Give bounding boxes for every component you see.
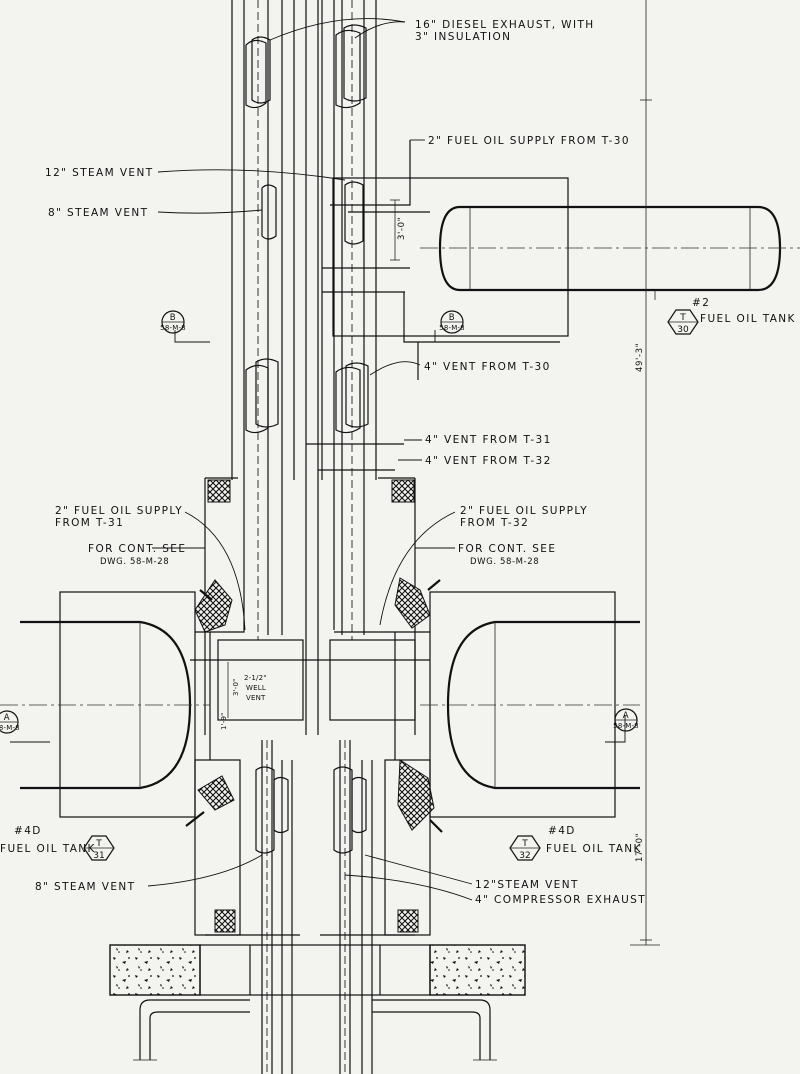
left-enclosure-t31 [0, 477, 300, 936]
cont-left-label-2: DWG. 58-M-28 [100, 557, 169, 567]
annotation-labels: 16" DIESEL EXHAUST, WITH 3" INSULATION 2… [0, 19, 796, 906]
cont-left-label-1: FOR CONT. SEE [88, 543, 186, 555]
well-vent-label-3: VENT [246, 694, 266, 702]
steam-vent-12-top-label: 12" STEAM VENT [45, 167, 154, 179]
right-enclosure-t32 [320, 477, 640, 936]
tank-tag-t30: T 30 [667, 309, 699, 335]
section-marker-a-right: A 58-M-8 [613, 708, 639, 732]
vent-lines [306, 443, 404, 471]
tank2-number: #2 [692, 297, 710, 309]
vent-t32-label: 4" VENT FROM T-32 [425, 455, 552, 467]
svg-text:58-M-8: 58-M-8 [0, 724, 20, 732]
tank-tag-t32: T 32 [509, 835, 541, 861]
fuel-supply-t31-label-2: FROM T-31 [55, 517, 124, 529]
tank2-label: FUEL OIL TANK [700, 313, 796, 325]
svg-text:58-M-8: 58-M-8 [613, 722, 639, 730]
dim-49-3: 49'-3" [635, 343, 645, 372]
fuel-supply-t31-label-1: 2" FUEL OIL SUPPLY [55, 505, 183, 517]
svg-text:31: 31 [93, 851, 104, 861]
tank-tag-t31: T 31 [83, 835, 115, 861]
fuel-supply-t30-label: 2" FUEL OIL SUPPLY FROM T-30 [428, 135, 630, 147]
steam-vent-12-bottom-label: 12"STEAM VENT [475, 879, 579, 891]
vertical-pipe-runs [231, 0, 377, 1074]
steam-vent-8-bottom-label: 8" STEAM VENT [35, 881, 135, 893]
overall-dimensions [630, 0, 660, 946]
svg-text:T: T [521, 839, 528, 849]
well-vent-detail [190, 639, 430, 721]
concrete-pads [109, 944, 526, 996]
steam-vent-8-top-label: 8" STEAM VENT [48, 207, 148, 219]
tank-4d-left-number: #4D [14, 825, 42, 837]
tank-4d-right-number: #4D [548, 825, 576, 837]
section-marker-b-right: B 58-M-8 [439, 310, 465, 334]
svg-text:B: B [449, 313, 455, 323]
diesel-exhaust-label-2: 3" INSULATION [415, 31, 511, 43]
fuel-supply-t32-label-2: FROM T-32 [460, 517, 529, 529]
svg-text:B: B [170, 313, 176, 323]
fuel-supply-t30-routing [322, 140, 560, 380]
section-marker-b-left: B 58-M-8 [160, 310, 186, 334]
cont-right-label-2: DWG. 58-M-28 [470, 557, 539, 567]
tank-right-label: FUEL OIL TANK [546, 843, 642, 855]
section-marker-a-left: A 58-M-8 [0, 710, 20, 734]
well-vent-label-1: 2-1/2" [244, 674, 267, 682]
fuel-oil-tank-2 [332, 177, 800, 337]
insulation-sleeves [245, 24, 369, 854]
svg-text:T: T [95, 839, 102, 849]
well-vent-label-2: WELL [246, 684, 266, 692]
dim-3-0-top: 3'-0" [397, 217, 407, 240]
dim-17-0: 17'-0" [635, 833, 645, 862]
vent-t30-label: 4" VENT FROM T-30 [424, 361, 551, 373]
svg-text:58-M-8: 58-M-8 [439, 324, 465, 332]
svg-text:32: 32 [519, 851, 530, 861]
leader-lines [10, 18, 626, 901]
dim-1-9: 1'-9" [220, 712, 228, 730]
svg-text:T: T [679, 313, 686, 323]
compressor-exhaust-label: 4" COMPRESSOR EXHAUST [475, 894, 646, 906]
svg-text:A: A [623, 711, 629, 721]
diesel-exhaust-label-1: 16" DIESEL EXHAUST, WITH [415, 19, 595, 31]
svg-text:A: A [4, 713, 10, 723]
fuel-supply-t32-label-1: 2" FUEL OIL SUPPLY [460, 505, 588, 517]
tank-left-label: FUEL OIL TANK [0, 843, 96, 855]
svg-text:30: 30 [677, 325, 689, 335]
cont-right-label-1: FOR CONT. SEE [458, 543, 556, 555]
dim-3-0-mid: 3'-0" [232, 678, 240, 696]
bottom-pipe-loops [133, 999, 497, 1061]
vent-t31-label: 4" VENT FROM T-31 [425, 434, 552, 446]
svg-text:58-M-8: 58-M-8 [160, 324, 186, 332]
